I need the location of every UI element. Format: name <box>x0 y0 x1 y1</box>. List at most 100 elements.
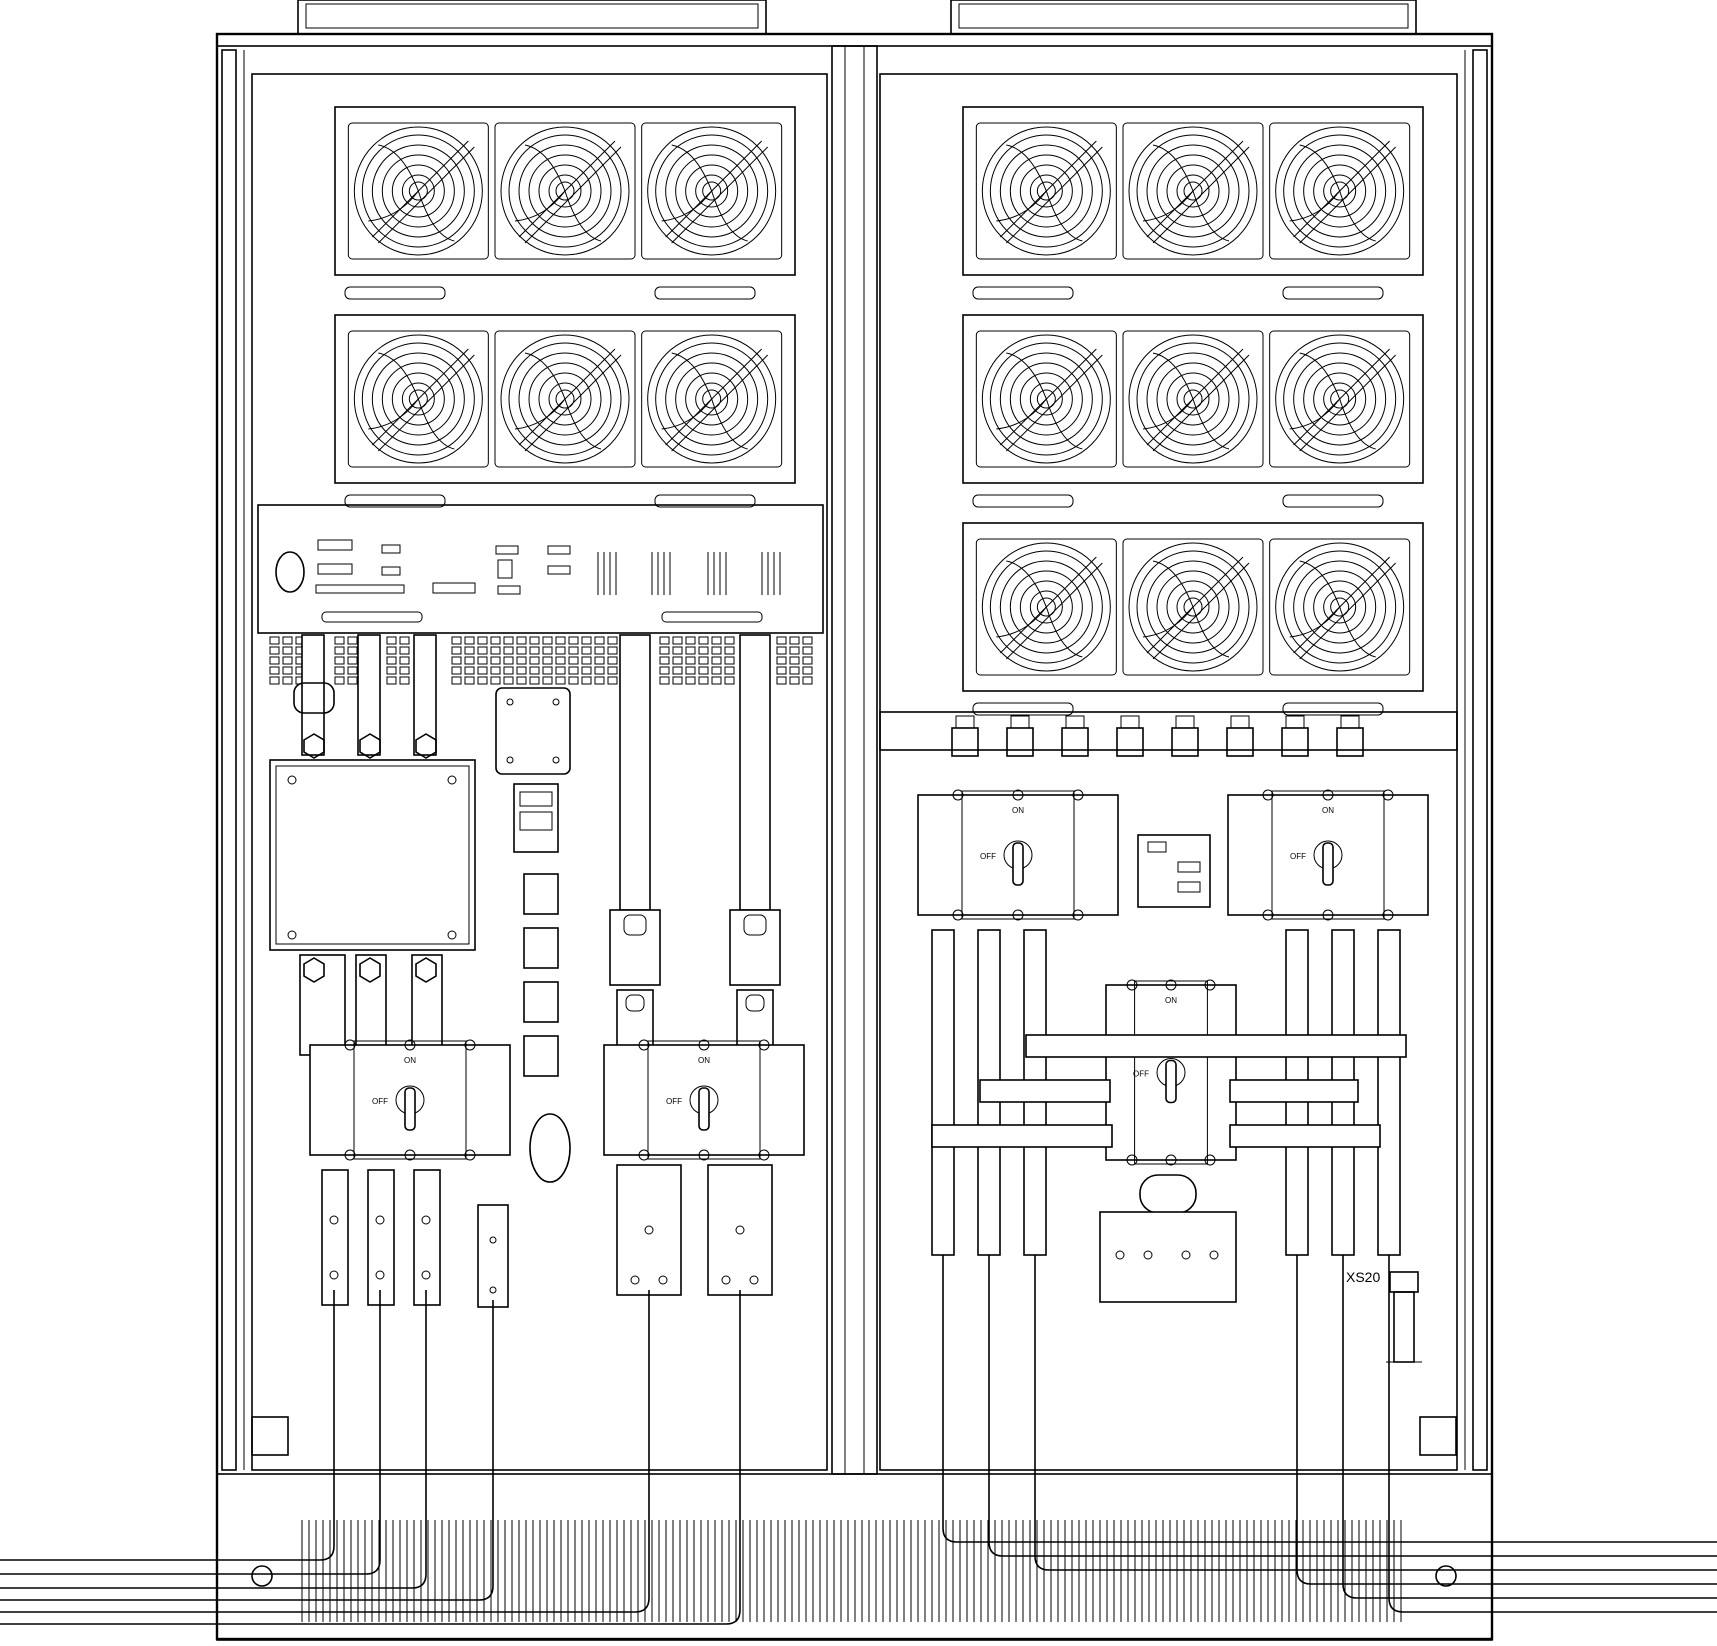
left-top-cap-inner <box>305 3 759 29</box>
fan-icon <box>975 330 1117 468</box>
fan-icon <box>641 330 783 468</box>
fan-icon <box>641 122 783 260</box>
plinth-bolt-left <box>251 1565 273 1587</box>
fan-icon <box>1269 122 1411 260</box>
switch-off-label: OFF <box>372 1097 388 1106</box>
module-handle <box>972 494 1074 508</box>
switch-off-label: OFF <box>1133 1070 1149 1079</box>
right-bay <box>879 73 1458 1471</box>
plinth-bolt-right <box>1435 1565 1457 1587</box>
fan-icon <box>1269 538 1411 676</box>
cable <box>942 1255 1717 1543</box>
cable <box>0 1290 381 1575</box>
switch-on-label: ON <box>1322 806 1334 815</box>
fan-module <box>334 106 796 300</box>
terminal-connector <box>1006 727 1034 757</box>
cable <box>0 1300 494 1601</box>
fan-icon <box>494 122 636 260</box>
switch-handle <box>698 1087 710 1131</box>
xs20-connector: XS20 <box>1346 1269 1422 1363</box>
module-handle <box>344 286 446 300</box>
fan-icon <box>347 330 489 468</box>
module-handle <box>1282 494 1384 508</box>
rotary-switch: ON OFF <box>309 1039 511 1161</box>
cable <box>1388 1255 1717 1613</box>
cabinet-top-rail <box>216 33 1493 47</box>
fan-icon <box>975 122 1117 260</box>
fan-icon <box>347 122 489 260</box>
cable <box>1296 1255 1717 1585</box>
rotary-switch: ON OFF <box>603 1039 805 1161</box>
switch-off-label: OFF <box>980 852 996 861</box>
fan-icon <box>1122 538 1264 676</box>
left-busbars-mid <box>299 954 443 1056</box>
left-top-cap <box>297 0 767 35</box>
right-top-cap <box>950 0 1417 35</box>
module-handle <box>1282 702 1384 716</box>
module-handle <box>972 702 1074 716</box>
terminal-connector <box>1171 727 1199 757</box>
switch-group: ON OFF ON OFF ON OFF ON OFF ON OFF <box>309 789 1429 1166</box>
module-handle <box>654 494 756 508</box>
terminal-connector <box>1281 727 1309 757</box>
terminal-connector <box>1226 727 1254 757</box>
cable <box>1342 1255 1717 1599</box>
terminal-connector <box>1061 727 1089 757</box>
right-connector-rail <box>879 711 1458 751</box>
fan-icon <box>494 330 636 468</box>
rotary-switch: ON OFF <box>917 789 1119 921</box>
switch-on-label: ON <box>1165 996 1177 1005</box>
left-dc-busbars <box>609 634 781 1047</box>
vent-grid <box>269 636 813 685</box>
left-fan-modules <box>334 106 796 508</box>
right-top-cap-inner <box>958 3 1409 29</box>
module-handle <box>1282 286 1384 300</box>
switch-on-label: ON <box>404 1056 416 1065</box>
center-divider <box>831 45 878 1475</box>
switch-handle <box>404 1087 416 1131</box>
terminal-connector <box>1336 727 1364 757</box>
module-handle <box>972 286 1074 300</box>
control-block <box>477 687 571 1308</box>
left-output-busbars <box>321 1164 773 1306</box>
right-post <box>1472 49 1488 1471</box>
fan-icon <box>1122 330 1264 468</box>
cable <box>0 1290 427 1589</box>
rotary-switch: ON OFF <box>1227 789 1429 921</box>
right-top-connectors <box>951 715 1364 757</box>
switch-off-label: OFF <box>666 1097 682 1106</box>
fan-icon <box>1269 330 1411 468</box>
switch-handle <box>1012 842 1024 886</box>
xs20-label: XS20 <box>1346 1269 1380 1285</box>
left-foot <box>251 1416 289 1456</box>
switch-handle <box>1322 842 1334 886</box>
switch-on-label: ON <box>1012 806 1024 815</box>
fan-icon <box>1122 122 1264 260</box>
main-contactor <box>269 759 476 951</box>
cable <box>1034 1255 1717 1571</box>
switch-on-label: ON <box>698 1056 710 1065</box>
fan-module <box>962 522 1424 716</box>
fan-module <box>962 106 1424 300</box>
terminal-connector <box>1116 727 1144 757</box>
io-panel <box>257 504 824 634</box>
right-fan-modules <box>962 106 1424 716</box>
left-post <box>221 49 237 1471</box>
left-bay <box>251 73 828 1471</box>
cable <box>988 1255 1717 1557</box>
rotary-switch: ON OFF <box>1105 979 1237 1166</box>
main-contactor-inner <box>275 765 470 945</box>
fan-module <box>334 314 796 508</box>
module-handle <box>344 494 446 508</box>
module-handle <box>654 286 756 300</box>
cable-routes <box>0 1255 1717 1625</box>
contactor-screws <box>287 775 457 940</box>
right-foot <box>1419 1416 1457 1456</box>
cable <box>0 1290 650 1613</box>
fan-icon <box>975 538 1117 676</box>
left-busbars-top <box>293 634 437 759</box>
switch-off-label: OFF <box>1290 852 1306 861</box>
plinth-vent-slots <box>301 1520 1402 1622</box>
terminal-connector <box>951 727 979 757</box>
